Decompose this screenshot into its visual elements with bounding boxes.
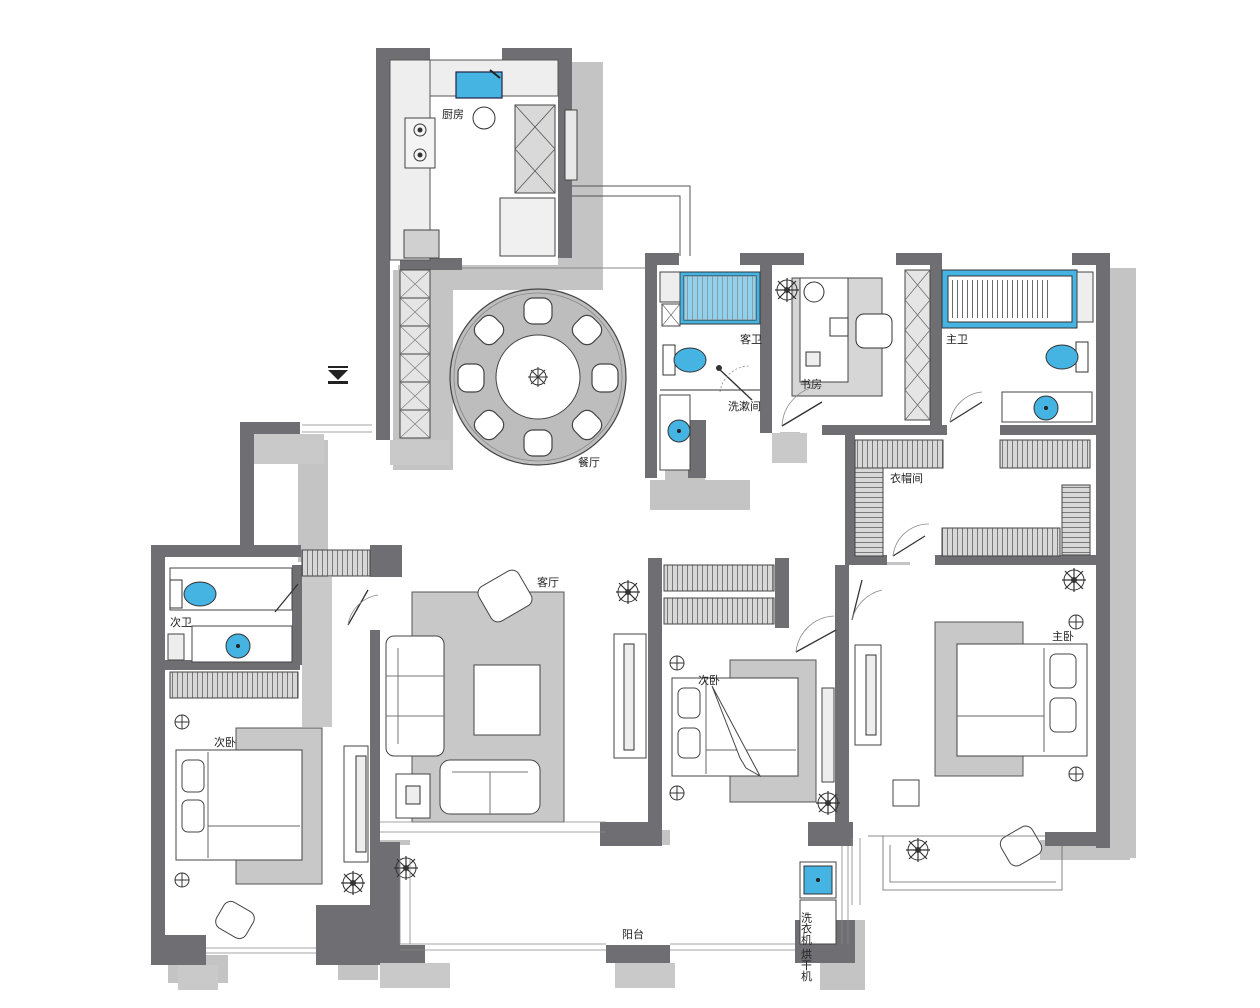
bed2-left-label: 次卧 <box>214 735 236 749</box>
kitchen-label: 厨房 <box>442 108 464 121</box>
lamp-icon <box>669 785 685 801</box>
laundry-label: 洗衣机 烘干机 <box>800 912 813 982</box>
armchair <box>477 569 533 623</box>
basin-icon <box>667 419 691 443</box>
guest-bath: 客卫 洗漱间 <box>659 271 762 471</box>
master-bedroom: 主卧 <box>851 567 1088 905</box>
living: 客厅 <box>302 424 647 881</box>
sink-icon <box>455 71 503 99</box>
bedroom-left: 次卧 <box>169 671 369 954</box>
dining-chairs <box>457 297 619 457</box>
living-label: 客厅 <box>537 575 559 589</box>
plant-icon <box>340 870 366 896</box>
toilet-icon <box>662 344 707 376</box>
closet-label: 衣帽间 <box>890 471 923 485</box>
plant-icon <box>1061 567 1087 593</box>
stove-icon <box>413 123 427 162</box>
master-bath-label: 主卫 <box>946 333 968 346</box>
basin-icon <box>1033 395 1059 421</box>
dining-label: 餐厅 <box>578 455 600 469</box>
wash-room-label: 洗漱间 <box>728 400 761 413</box>
plant-icon <box>905 837 931 863</box>
basin-icon <box>225 633 251 659</box>
master-bath: 主卫 <box>941 269 1094 423</box>
master-bed-label: 主卧 <box>1052 630 1074 643</box>
bath2: 次卫 <box>167 549 379 663</box>
plant-icon <box>815 790 841 816</box>
closet: 衣帽间 <box>854 439 1091 557</box>
bedroom-middle: 次卧 <box>663 564 883 816</box>
kitchen: 厨房 <box>389 59 691 269</box>
bed2-mid-label: 次卧 <box>698 673 720 687</box>
plant-icon <box>615 579 641 605</box>
lamp-icon <box>669 655 685 671</box>
balcony-label: 阳台 <box>622 927 644 941</box>
lamp-icon <box>1068 766 1084 782</box>
entrance-arrow-icon <box>328 366 348 384</box>
study: 书房 <box>774 269 931 427</box>
balcony: 阳台 洗衣机 烘干机 <box>399 846 849 982</box>
lamp-icon <box>1068 614 1084 630</box>
wall-shadow-accents <box>178 433 807 990</box>
dining: 餐厅 <box>328 269 627 469</box>
bath2-label: 次卫 <box>170 615 192 629</box>
toilet-icon <box>169 579 217 609</box>
guest-bath-label: 客卫 <box>740 332 762 346</box>
lamp-icon <box>174 714 190 730</box>
sofa <box>385 635 541 815</box>
study-label: 书房 <box>800 378 822 391</box>
lamp-icon <box>174 872 190 888</box>
plant-icon <box>393 855 419 881</box>
toilet-icon <box>1045 341 1089 373</box>
